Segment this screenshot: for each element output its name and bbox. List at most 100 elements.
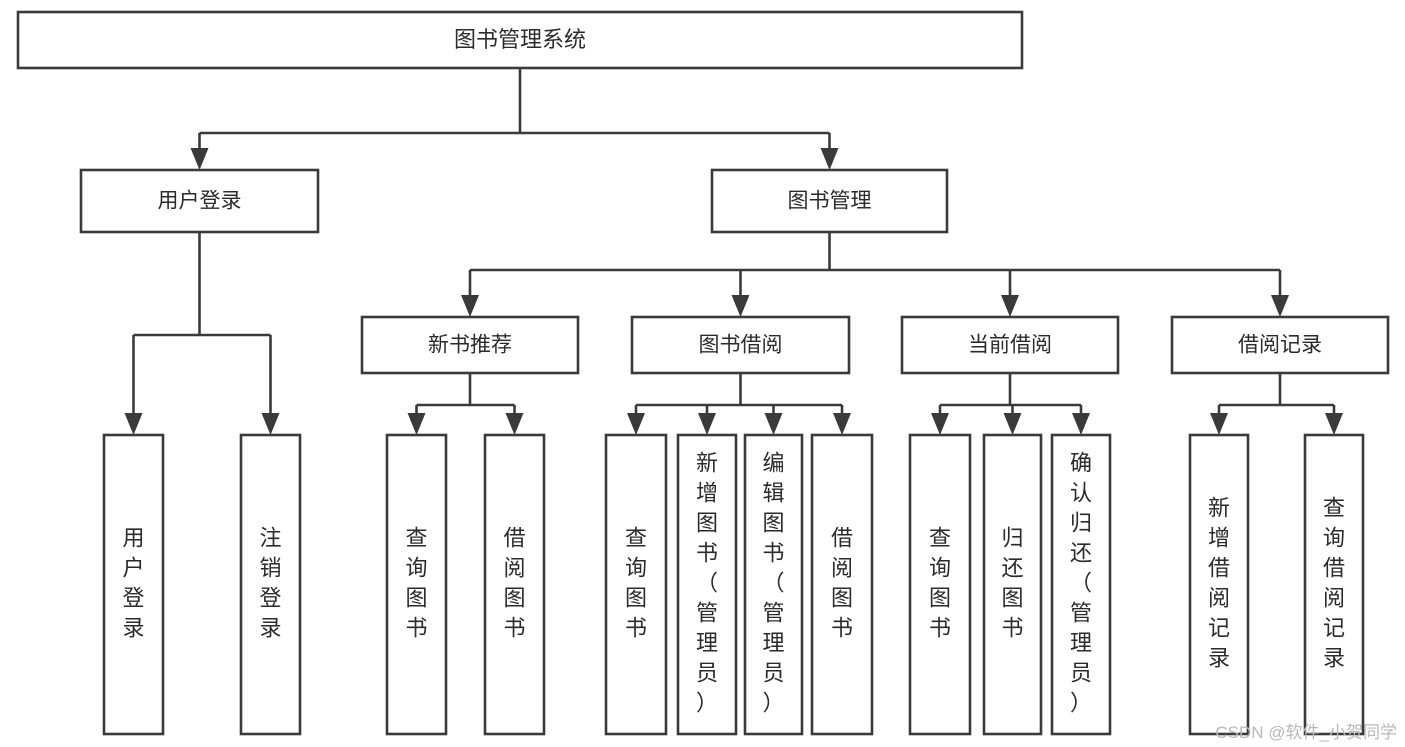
node-leaf-edit-book-rect xyxy=(743,433,804,736)
arrow-down-icon xyxy=(698,413,716,435)
svg-text:登: 登 xyxy=(259,585,281,610)
svg-text:查: 查 xyxy=(625,525,647,550)
svg-text:归: 归 xyxy=(1001,525,1023,550)
arrow-down-icon xyxy=(461,295,479,317)
svg-text:记: 记 xyxy=(1323,615,1345,640)
node-current-borrow[interactable]: 当前借阅 xyxy=(900,315,1120,375)
svg-text:辑: 辑 xyxy=(762,480,784,505)
node-leaf-borrow-book-recommend-rect xyxy=(483,433,546,736)
node-new-book-recommend[interactable]: 新书推荐 xyxy=(360,315,580,375)
node-new-book-recommend-rect xyxy=(360,315,580,375)
svg-text:询: 询 xyxy=(1323,525,1345,550)
svg-text:阅: 阅 xyxy=(1323,585,1345,610)
svg-text:询: 询 xyxy=(625,555,647,580)
arrow-down-icon xyxy=(731,295,750,317)
arrow-down-icon xyxy=(1210,413,1228,435)
svg-text:书: 书 xyxy=(929,615,951,640)
svg-text:询: 询 xyxy=(929,555,951,580)
svg-text:图: 图 xyxy=(831,585,853,610)
node-borrow-record-rect xyxy=(1170,315,1390,375)
svg-text:用: 用 xyxy=(122,525,144,550)
arrow-down-icon xyxy=(1271,295,1289,317)
svg-text:记: 记 xyxy=(1208,615,1230,640)
arrow-down-icon xyxy=(764,413,783,435)
svg-text:图: 图 xyxy=(762,510,784,535)
svg-text:阅: 阅 xyxy=(503,555,525,580)
svg-text:理: 理 xyxy=(762,630,784,655)
node-leaf-query-book-borrow-rect xyxy=(604,433,668,736)
svg-text:阅: 阅 xyxy=(831,555,853,580)
svg-text:书: 书 xyxy=(625,615,647,640)
node-current-borrow-rect xyxy=(900,315,1120,375)
svg-text:归: 归 xyxy=(1070,510,1092,535)
arrow-down-icon xyxy=(627,413,645,435)
svg-text:查: 查 xyxy=(405,525,427,550)
svg-text:借: 借 xyxy=(1323,555,1345,580)
svg-text:编: 编 xyxy=(762,450,784,475)
svg-text:图: 图 xyxy=(625,585,647,610)
arrow-down-icon xyxy=(833,413,851,435)
svg-text:书: 书 xyxy=(831,615,853,640)
node-user-login[interactable]: 用户登录 xyxy=(79,168,320,234)
svg-text:）: ） xyxy=(762,690,784,715)
svg-text:员: 员 xyxy=(762,660,784,685)
svg-text:（: （ xyxy=(696,570,718,595)
svg-text:书: 书 xyxy=(1001,615,1023,640)
svg-text:注: 注 xyxy=(259,525,281,550)
svg-text:增: 增 xyxy=(1208,525,1230,550)
node-leaf-query-book-current-rect xyxy=(908,433,972,736)
svg-text:员: 员 xyxy=(1070,660,1092,685)
node-new-book-recommend-label: 新书推荐 xyxy=(428,334,512,357)
node-leaf-user-login-label: 用户登录 xyxy=(122,525,144,640)
svg-text:户: 户 xyxy=(122,555,144,580)
node-user-login-label: 用户登录 xyxy=(158,190,242,213)
svg-text:书: 书 xyxy=(696,540,718,565)
node-borrow-record[interactable]: 借阅记录 xyxy=(1170,315,1390,375)
svg-text:图: 图 xyxy=(929,585,951,610)
svg-text:图: 图 xyxy=(696,510,718,535)
svg-text:员: 员 xyxy=(696,660,718,685)
arrow-down-icon xyxy=(407,413,426,435)
node-book-manage[interactable]: 图书管理 xyxy=(710,168,949,234)
svg-text:录: 录 xyxy=(259,615,281,640)
node-book-manage-label: 图书管理 xyxy=(788,190,872,213)
svg-text:理: 理 xyxy=(696,630,718,655)
svg-text:理: 理 xyxy=(1070,630,1092,655)
arrow-down-icon xyxy=(1072,413,1090,435)
svg-text:新: 新 xyxy=(1208,495,1230,520)
svg-text:阅: 阅 xyxy=(1208,585,1230,610)
node-leaf-borrow-book-rect xyxy=(810,433,874,736)
node-root-label: 图书管理系统 xyxy=(454,27,586,52)
node-book-borrow[interactable]: 图书借阅 xyxy=(630,315,851,375)
node-leaf-user-login[interactable]: 用户登录 xyxy=(102,433,165,736)
node-root[interactable]: 图书管理系统 xyxy=(16,10,1024,70)
svg-text:图: 图 xyxy=(503,585,525,610)
svg-text:管: 管 xyxy=(1070,600,1092,625)
svg-text:书: 书 xyxy=(762,540,784,565)
arrow-down-icon xyxy=(124,413,143,435)
svg-text:）: ） xyxy=(1070,690,1092,715)
svg-text:借: 借 xyxy=(503,525,525,550)
svg-text:书: 书 xyxy=(503,615,525,640)
